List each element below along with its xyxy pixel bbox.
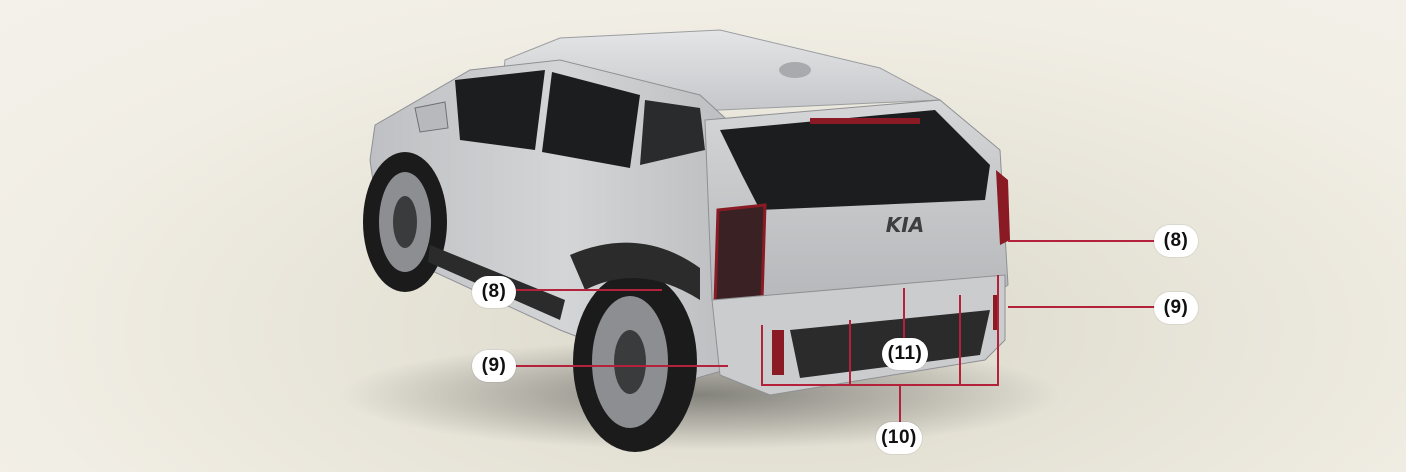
- callout-label-9-right: (9): [1154, 292, 1198, 324]
- kia-logo: KIA: [886, 213, 924, 237]
- left-tail-lamp: [713, 203, 767, 307]
- callout-label-9-left: (9): [472, 350, 516, 382]
- rear-reflector-left: [772, 330, 784, 375]
- callout-label-10: (10): [876, 422, 922, 454]
- rear-wheel-arch-cladding: [570, 242, 700, 300]
- high-mount-stop-lamp: [810, 118, 920, 124]
- rear-wheel: [573, 272, 697, 452]
- rear-side-window: [455, 70, 545, 150]
- rear-quarter-window: [542, 72, 640, 168]
- side-mirror: [414, 101, 449, 133]
- shark-fin-antenna: [779, 62, 811, 78]
- front-wheel: [363, 152, 447, 292]
- callout-leader-lines: [515, 240, 1158, 422]
- callout-label-8-right: (8): [1154, 225, 1198, 257]
- rear-window: [720, 110, 990, 210]
- callout-label-11: (11): [882, 338, 928, 370]
- d-pillar-glass: [640, 100, 705, 165]
- right-tail-lamp: [996, 170, 1010, 245]
- callout-label-8-left: (8): [472, 276, 516, 308]
- rear-reflector-right: [993, 295, 999, 330]
